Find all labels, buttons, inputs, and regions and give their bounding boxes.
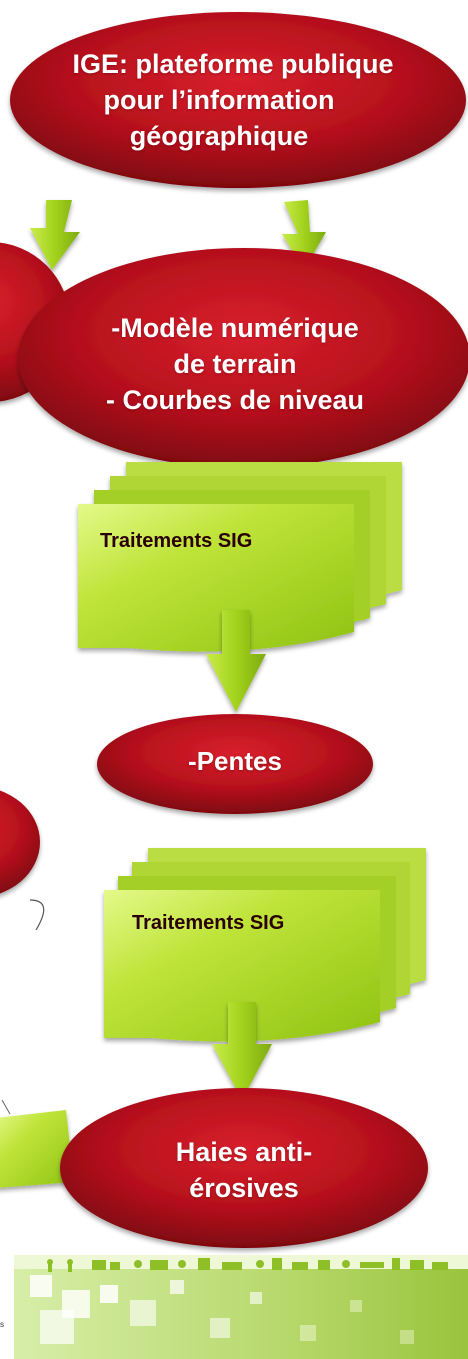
left-partial-oval-2	[0, 790, 40, 894]
mnt-title: -Modèle numérique de terrain - Courbes d…	[60, 310, 410, 418]
source-title: IGE: plateforme publique pour l’informat…	[0, 46, 468, 154]
pentes-oval	[97, 714, 373, 814]
mnt-title-line-1: -Modèle numérique	[111, 313, 359, 343]
process1-docs	[78, 462, 402, 652]
process2-label: Traitements SIG	[132, 912, 285, 934]
mnt-title-line-2: de terrain	[173, 349, 297, 379]
pentes-label: -Pentes	[188, 746, 282, 776]
source-oval	[10, 12, 466, 188]
left-connector-curve	[29, 899, 45, 931]
haies-title-line-2: érosives	[189, 1173, 299, 1203]
haies-oval	[60, 1088, 428, 1248]
arrow-right-down	[282, 200, 326, 270]
arrow-left-down	[30, 200, 80, 270]
process2-docs	[104, 848, 426, 1042]
mnt-title-line-3: - Courbes de niveau	[105, 385, 365, 415]
haies-title: Haies anti- érosives	[60, 1134, 428, 1206]
arrow-to-pentes	[206, 610, 266, 712]
haies-title-line-1: Haies anti-	[175, 1137, 313, 1167]
left-edge-mark	[1, 1099, 11, 1115]
source-title-line-3: géographique	[129, 121, 309, 151]
footer-banner	[14, 1255, 468, 1359]
left-small-doc	[0, 1110, 74, 1188]
silhouette-strip	[47, 1258, 448, 1272]
footer-edge-text: s	[0, 1320, 4, 1329]
source-title-line-1: IGE: plateforme publique	[72, 49, 394, 79]
process1-label: Traitements SIG	[100, 530, 253, 552]
source-title-line-2: pour l’information	[103, 85, 335, 115]
mnt-oval	[18, 248, 468, 468]
arrow-to-haies	[212, 1002, 272, 1100]
